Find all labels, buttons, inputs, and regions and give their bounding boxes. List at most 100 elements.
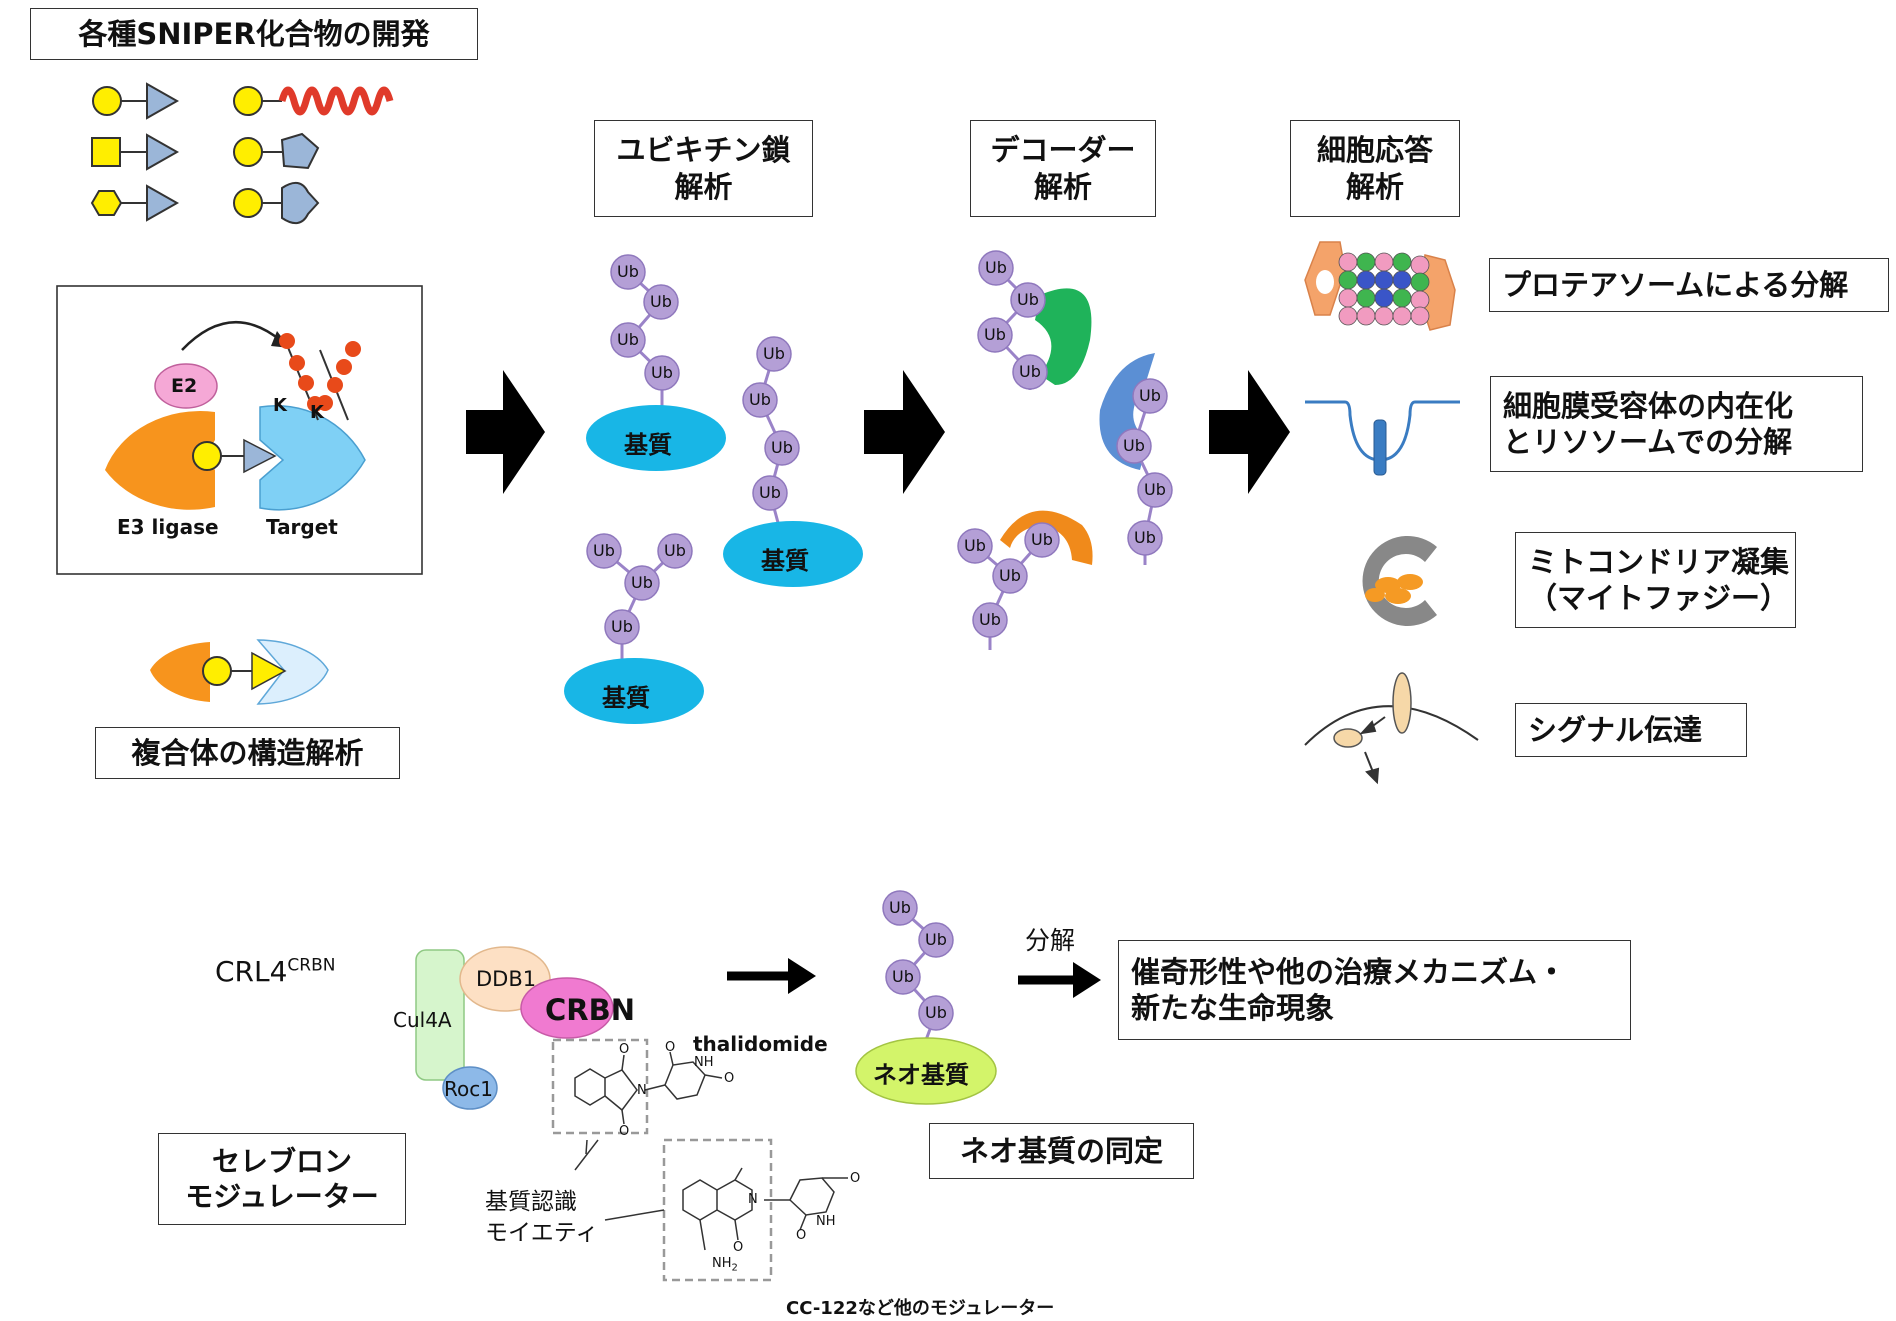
ub-label: Ub bbox=[617, 330, 639, 349]
ub-chains-substrates bbox=[564, 254, 863, 724]
complex-structure-label: 複合体の構造解析 bbox=[131, 735, 364, 770]
neo-substrate-identification-label: ネオ基質の同定 bbox=[959, 1133, 1163, 1168]
cereblon-line2: モジュレーター bbox=[185, 1180, 379, 1213]
ub-label: Ub bbox=[611, 617, 633, 636]
ub-label: Ub bbox=[651, 363, 673, 382]
signal-transduction-box: シグナル伝達 bbox=[1515, 703, 1747, 757]
atom-o: O bbox=[724, 1071, 735, 1086]
neo-substrate-ub-chain bbox=[855, 890, 997, 1105]
flow-arrows bbox=[466, 370, 1290, 494]
ub-chain-analysis-box: ユビキチン鎖 解析 bbox=[594, 120, 813, 217]
ub-label: Ub bbox=[593, 541, 615, 560]
result-box: 催奇形性や他の治療メカニズム・ 新たな生命現象 bbox=[1118, 940, 1631, 1040]
result-line2: 新たな生命現象 bbox=[1131, 991, 1335, 1025]
moiety-line2: モイエティ bbox=[485, 1220, 599, 1246]
ub-label: Ub bbox=[771, 438, 793, 457]
ub-label: Ub bbox=[1123, 436, 1145, 455]
cell-response-line1: 細胞応答 bbox=[1316, 133, 1433, 168]
ub-label: Ub bbox=[650, 292, 672, 311]
result-line1: 催奇形性や他の治療メカニズム・ bbox=[1131, 954, 1567, 989]
ub-label: Ub bbox=[1144, 480, 1166, 499]
mitophagy-line1: ミトコンドリア凝集 bbox=[1528, 544, 1790, 579]
neo-substrate-label: ネオ基質 bbox=[873, 1061, 969, 1089]
receptor-line2: とリソソームでの分解 bbox=[1503, 425, 1793, 459]
ub-label: Ub bbox=[985, 258, 1007, 277]
atom-o: O bbox=[796, 1228, 807, 1243]
atom-o: O bbox=[619, 1042, 630, 1057]
crbn-label: CRBN bbox=[545, 993, 635, 1027]
sniper-compound-icons bbox=[90, 82, 394, 225]
mitophagy-line2: （マイトファジー） bbox=[1528, 581, 1790, 615]
cereblon-line1: セレブロン bbox=[211, 1145, 352, 1178]
sniper-development-label: 各種SNIPER化合物の開発 bbox=[78, 16, 430, 51]
ub-label: Ub bbox=[984, 325, 1006, 344]
atom-nh: NH bbox=[816, 1214, 836, 1229]
cereblon-modulator-box: セレブロン モジュレーター bbox=[158, 1133, 406, 1225]
ub-chain-analysis-line1: ユビキチン鎖 bbox=[616, 133, 791, 168]
ub-label: Ub bbox=[892, 967, 914, 986]
ub-label: Ub bbox=[749, 390, 771, 409]
receptor-line1: 細胞膜受容体の内在化 bbox=[1503, 388, 1794, 423]
ub-label: Ub bbox=[964, 536, 986, 555]
mitochondria-aggregation-icon bbox=[1362, 536, 1437, 627]
thin-arrows bbox=[727, 958, 1101, 998]
receptor-internalization-box: 細胞膜受容体の内在化 とリソソームでの分解 bbox=[1490, 376, 1863, 472]
ub-label: Ub bbox=[925, 1003, 947, 1022]
ub-label: Ub bbox=[763, 344, 785, 363]
ub-label: Ub bbox=[1031, 530, 1053, 549]
atom-o: O bbox=[619, 1124, 630, 1139]
ub-label: Ub bbox=[664, 541, 686, 560]
crl4-complex bbox=[415, 946, 614, 1110]
neo-substrate-identification-box: ネオ基質の同定 bbox=[929, 1123, 1194, 1179]
signal-transduction-label: シグナル伝達 bbox=[1528, 712, 1703, 747]
ub-label: Ub bbox=[759, 483, 781, 502]
atom-nh2: NH2 bbox=[712, 1256, 738, 1274]
proteasome-label: プロテアソームによる分解 bbox=[1502, 267, 1849, 302]
atom-n: N bbox=[637, 1083, 647, 1098]
roc1-label: Roc1 bbox=[444, 1077, 493, 1101]
decoder-analysis-box: デコーダー 解析 bbox=[970, 120, 1156, 217]
ternary-complex-icon bbox=[150, 639, 329, 705]
ub-label: Ub bbox=[1017, 290, 1039, 309]
degradation-label: 分解 bbox=[1025, 926, 1076, 955]
thalidomide-label: thalidomide bbox=[693, 1032, 828, 1056]
decoder-analysis-line1: デコーダー bbox=[990, 133, 1136, 168]
ub-label: Ub bbox=[999, 566, 1021, 585]
atom-nh: NH bbox=[694, 1055, 714, 1070]
mechanism-illustration bbox=[105, 321, 366, 511]
substrate-label-3: 基質 bbox=[602, 684, 650, 712]
substrate-label-1: 基質 bbox=[624, 431, 672, 459]
ub-label: Ub bbox=[1139, 386, 1161, 405]
atom-o: O bbox=[665, 1040, 676, 1055]
ub-label: Ub bbox=[617, 262, 639, 281]
cc122-label: CC-122など他のモジュレーター bbox=[786, 1298, 1055, 1319]
e2-label: E2 bbox=[171, 375, 198, 397]
moiety-line1: 基質認識 bbox=[485, 1189, 577, 1215]
sniper-development-box: 各種SNIPER化合物の開発 bbox=[30, 8, 478, 60]
ub-label: Ub bbox=[1134, 528, 1156, 547]
atom-o: O bbox=[733, 1240, 744, 1255]
proteasome-icon bbox=[1304, 241, 1456, 331]
decoder-illustration bbox=[957, 250, 1173, 650]
ub-label: Ub bbox=[979, 610, 1001, 629]
cell-response-line2: 解析 bbox=[1345, 169, 1404, 204]
endocytosis-icon bbox=[1305, 400, 1460, 476]
mechanism-box bbox=[56, 285, 423, 575]
cul4a-label: Cul4A bbox=[393, 1008, 452, 1032]
substrate-label-2: 基質 bbox=[761, 547, 809, 575]
ub-label: Ub bbox=[1019, 362, 1041, 381]
atom-n: N bbox=[748, 1192, 758, 1207]
crl4-label: CRL4CRBN bbox=[215, 955, 336, 988]
complex-structure-box: 複合体の構造解析 bbox=[95, 727, 400, 779]
decoder-analysis-line2: 解析 bbox=[1033, 169, 1092, 204]
ddb1-label: DDB1 bbox=[476, 967, 537, 991]
ub-label: Ub bbox=[889, 898, 911, 917]
thalidomide-structure bbox=[551, 1038, 723, 1155]
lysine-label-1: K bbox=[273, 395, 287, 416]
cell-response-analysis-box: 細胞応答 解析 bbox=[1290, 120, 1460, 217]
lysine-label-2: K bbox=[310, 402, 324, 423]
atom-o: O bbox=[850, 1171, 861, 1186]
target-label: Target bbox=[266, 515, 338, 539]
ub-chain-analysis-line2: 解析 bbox=[674, 169, 733, 204]
